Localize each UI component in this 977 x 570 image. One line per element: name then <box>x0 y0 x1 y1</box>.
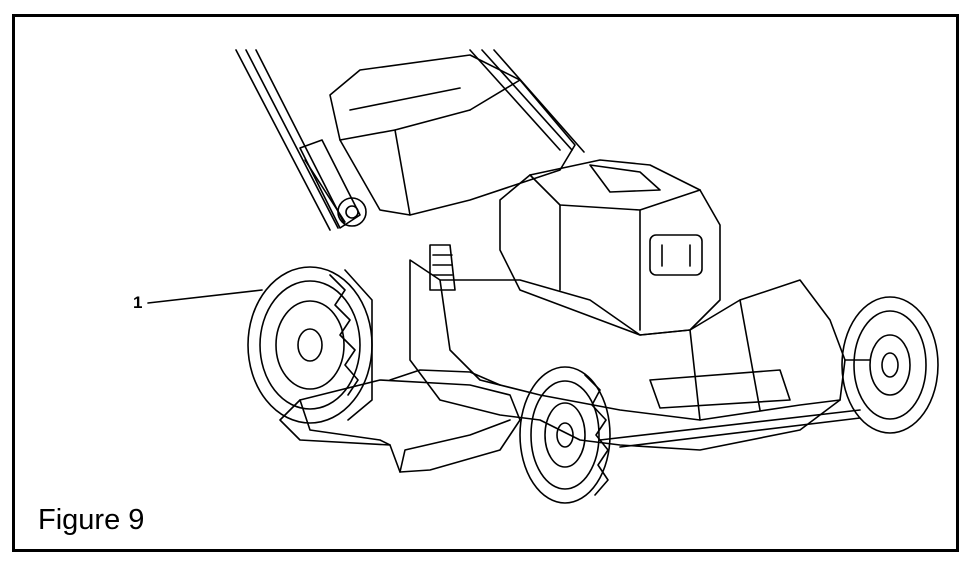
front-wheel-left <box>519 366 611 504</box>
figure-caption: Figure 9 <box>38 504 145 536</box>
mower-handle <box>235 49 585 231</box>
rear-wheel-left <box>247 266 373 424</box>
figure-frame <box>12 14 959 552</box>
callout-label-1: 1 <box>133 293 143 312</box>
motor-housing <box>499 159 721 336</box>
discharge-chute <box>279 369 521 473</box>
front-wheel-right <box>841 296 939 434</box>
grass-catcher <box>329 54 576 216</box>
mower-deck <box>409 244 861 451</box>
callout-leader-line <box>147 289 263 304</box>
